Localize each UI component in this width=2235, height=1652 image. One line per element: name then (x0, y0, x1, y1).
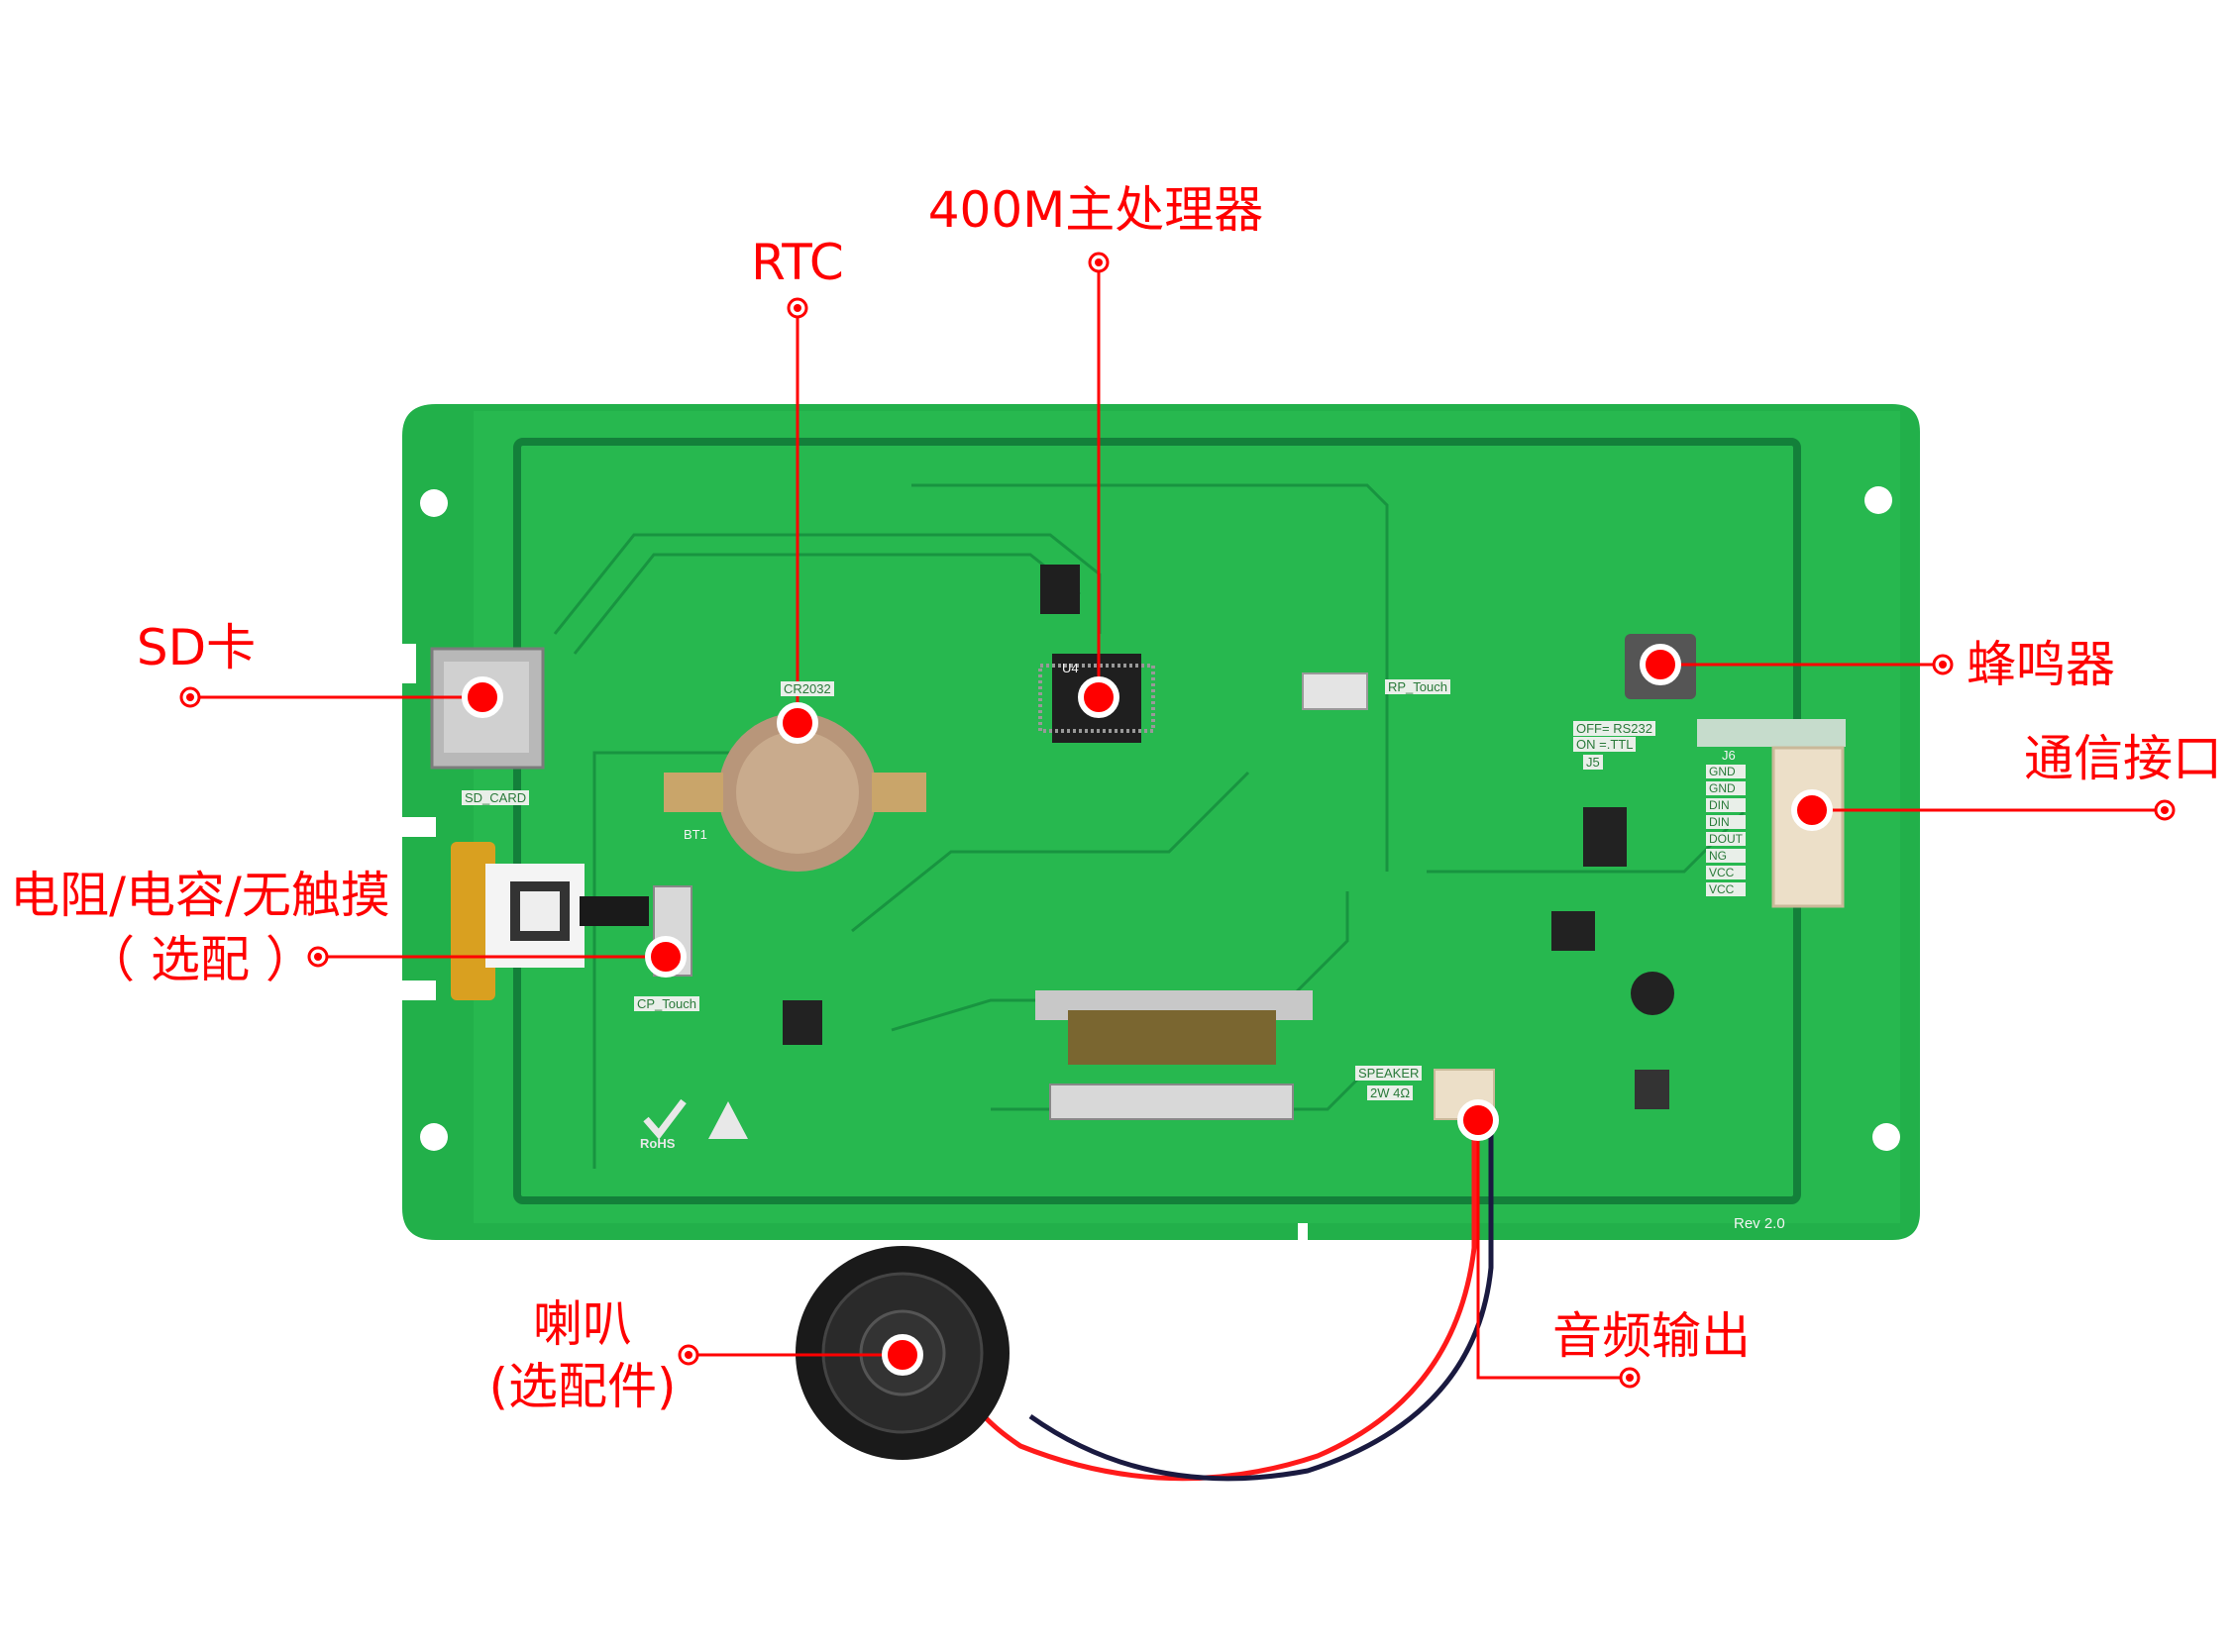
silk-pin: DOUT (1706, 832, 1746, 846)
label-speaker-optional: (选配件) (488, 1358, 677, 1415)
label-resistor-capacitor: 电阻/电容/无触摸 (10, 867, 390, 924)
silk-j6: J6 (1722, 748, 1736, 763)
silk-sd-card: SD_CARD (462, 790, 530, 805)
silk-pin: GND (1706, 781, 1746, 795)
silk-pin: GND (1706, 765, 1746, 778)
label-buzzer: 蜂鸣器 (1967, 636, 2115, 693)
silk-rp-touch: RP_Touch (1385, 679, 1450, 694)
pcb-board (402, 404, 1920, 1240)
silk-pin: VCC (1706, 882, 1746, 896)
callout-markers (179, 252, 2176, 1389)
label-audio-output: 音频输出 (1552, 1307, 1751, 1365)
silk-pin: DIN (1706, 815, 1746, 829)
silk-ttl: ON =.TTL (1573, 737, 1637, 752)
silk-pin: NG (1706, 849, 1746, 863)
silk-bt1: BT1 (684, 827, 707, 842)
callout-lines (198, 269, 2157, 1380)
label-cpu: 400M主处理器 (927, 181, 1264, 239)
silk-u4: U4 (1062, 661, 1079, 675)
silk-pin-labels: GND GND DIN DIN DOUT NG VCC VCC (1706, 765, 1746, 896)
silk-pin: VCC (1706, 866, 1746, 879)
label-sd-card: SD卡 (136, 619, 257, 676)
silk-pin: DIN (1706, 798, 1746, 812)
label-optional: （ 选配 ） (85, 931, 315, 988)
silk-cr2032: CR2032 (781, 681, 834, 696)
label-speaker: 喇叭 (533, 1295, 632, 1353)
silk-speaker-spec: 2W 4Ω (1367, 1085, 1414, 1100)
label-rtc: RTC (751, 234, 844, 291)
silk-rev: Rev 2.0 (1734, 1215, 1785, 1232)
silk-rohs: RoHS (640, 1136, 676, 1151)
label-comm-interface: 通信接口 (2024, 730, 2222, 787)
silk-j5: J5 (1583, 755, 1603, 770)
silk-speaker: SPEAKER (1355, 1066, 1423, 1081)
silk-cp-touch: CP_Touch (634, 996, 699, 1011)
silk-rs232: OFF= RS232 (1573, 721, 1655, 736)
